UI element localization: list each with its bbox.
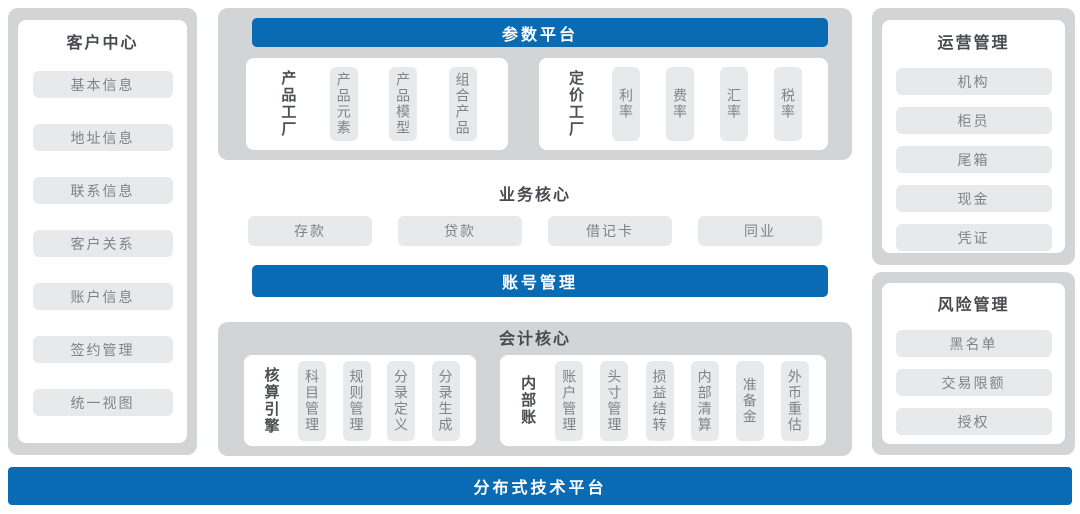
pricing-factory-chip: 税率 [774,67,802,141]
operations-list: 机构 柜员 尾箱 现金 凭证 [895,68,1052,251]
tech-platform-bar: 分布式技术平台 [8,467,1072,505]
customer-center-chip: 地址信息 [32,124,173,151]
business-core-list: 存款 贷款 借记卡 同业 [218,216,852,246]
risk-list: 黑名单 交易限额 授权 [895,330,1052,435]
operations-card: 运营管理 机构 柜员 尾箱 现金 凭证 [882,20,1065,253]
accounting-engine-chip: 分录定义 [387,360,415,441]
internal-ledger-chip: 外币重估 [780,360,809,441]
customer-center-panel: 客户中心 基本信息 地址信息 联系信息 客户关系 账户信息 签约管理 统一视图 [8,8,197,455]
product-factory-chip: 组合产品 [448,67,477,141]
business-core-title: 业务核心 [498,187,571,204]
operations-chip: 现金 [895,185,1052,212]
internal-ledger-chip: 账户管理 [555,360,584,441]
pricing-factory-chip: 费率 [666,67,694,141]
product-factory-card: 产品工厂 产品元素 产品模型 组合产品 [246,58,508,150]
operations-chip: 凭证 [895,224,1052,251]
internal-ledger-chip: 内部清算 [690,360,719,441]
risk-chip: 授权 [895,408,1052,435]
accounting-engine-label: 核算引擎 [262,366,280,435]
customer-center-card: 客户中心 基本信息 地址信息 联系信息 客户关系 账户信息 签约管理 统一视图 [18,20,187,443]
internal-ledger-card: 内部账 账户管理 头寸管理 损益结转 内部清算 准备金 外币重估 [500,355,826,446]
product-factory-label: 产品工厂 [279,70,297,138]
business-core-chip: 贷款 [398,216,522,246]
business-core-chip: 同业 [698,216,822,246]
customer-center-chip: 账户信息 [32,283,173,310]
business-core-section: 业务核心 存款 贷款 借记卡 同业 [218,184,852,246]
operations-chip: 尾箱 [895,146,1052,173]
pricing-factory-chip: 汇率 [720,67,748,141]
customer-center-chip: 联系信息 [32,177,173,204]
business-core-chip: 借记卡 [548,216,672,246]
accounting-core-title: 会计核心 [498,331,571,348]
operations-title: 运营管理 [937,35,1010,52]
accounting-core-panel: 会计核心 核算引擎 科目管理 规则管理 分录定义 分录生成 内部账 账户管理 头… [218,322,852,456]
customer-center-title: 客户中心 [66,35,139,52]
customer-center-chip: 签约管理 [32,336,173,363]
accounting-engine-chip: 科目管理 [298,360,326,441]
risk-title: 风险管理 [937,297,1010,314]
param-platform-header: 参数平台 [252,18,828,47]
accounting-engine-chip: 分录生成 [431,360,460,441]
operations-panel: 运营管理 机构 柜员 尾箱 现金 凭证 [872,8,1075,265]
internal-ledger-chip: 头寸管理 [600,360,629,441]
customer-center-chip: 统一视图 [32,389,173,416]
pricing-factory-card: 定价工厂 利率 费率 汇率 税率 [539,58,828,150]
customer-center-chip: 客户关系 [32,230,173,257]
customer-center-chip: 基本信息 [32,71,173,98]
operations-chip: 柜员 [895,107,1052,134]
product-factory-chip: 产品元素 [329,67,358,141]
internal-ledger-chip: 准备金 [735,360,764,441]
risk-card: 风险管理 黑名单 交易限额 授权 [882,283,1065,444]
operations-chip: 机构 [895,68,1052,95]
account-mgmt-bar: 账号管理 [252,265,828,297]
param-platform-panel: 参数平台 产品工厂 产品元素 产品模型 组合产品 定价工厂 利率 费率 汇率 税… [218,8,852,160]
business-core-chip: 存款 [248,216,372,246]
internal-ledger-label: 内部账 [519,375,537,426]
internal-ledger-chip: 损益结转 [645,360,674,441]
risk-chip: 黑名单 [895,330,1052,357]
product-factory-chip: 产品模型 [389,67,418,141]
risk-panel: 风险管理 黑名单 交易限额 授权 [872,272,1075,455]
accounting-engine-chip: 规则管理 [342,360,371,441]
pricing-factory-label: 定价工厂 [567,70,584,138]
accounting-engine-card: 核算引擎 科目管理 规则管理 分录定义 分录生成 [244,355,476,446]
pricing-factory-chip: 利率 [612,67,640,141]
risk-chip: 交易限额 [895,369,1052,396]
customer-center-list: 基本信息 地址信息 联系信息 客户关系 账户信息 签约管理 统一视图 [32,71,173,416]
